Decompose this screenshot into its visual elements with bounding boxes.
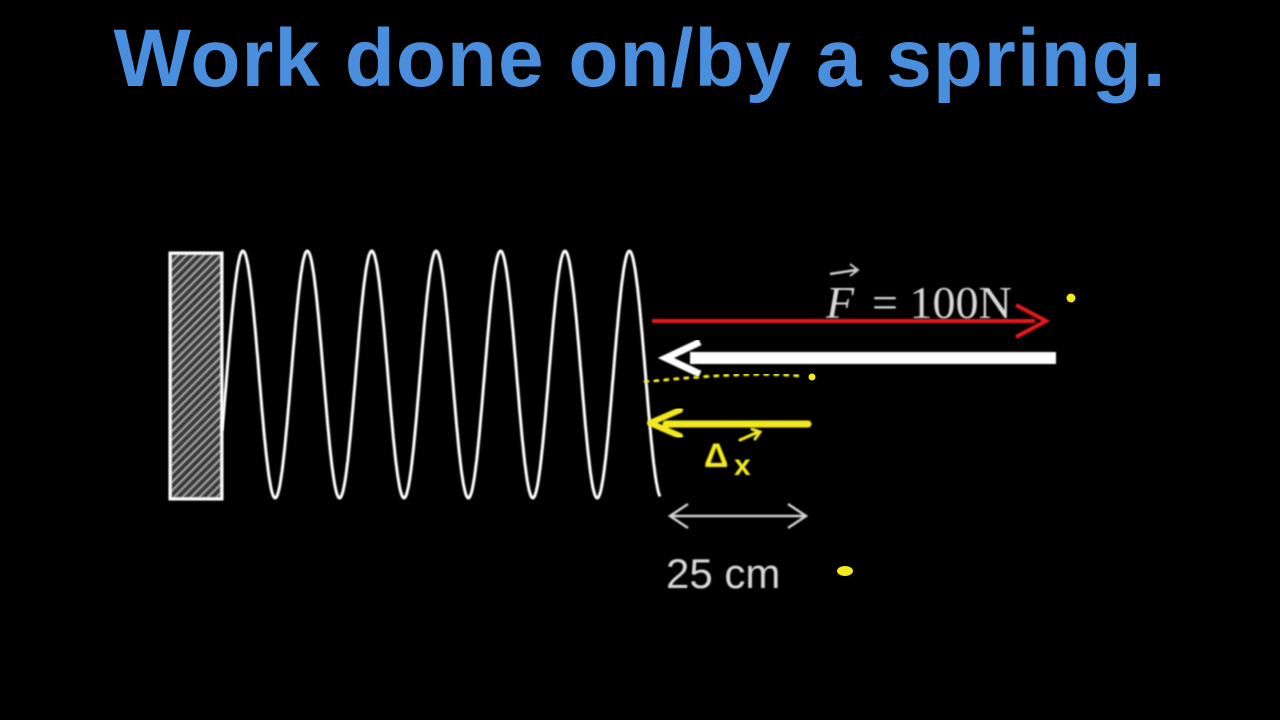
applied-force-arrow: [652, 303, 1051, 339]
vector-arrow-mark: [738, 430, 760, 442]
distance-double-arrow: [667, 502, 809, 530]
yellow-dotted-annotation: [643, 372, 802, 384]
force-label: F = 100N: [825, 263, 1012, 328]
force-value: = 100N: [872, 277, 1012, 328]
force-vector-mark: [829, 268, 857, 276]
distance-label: 25 cm: [666, 550, 780, 597]
yellow-dot-bottom: [837, 566, 853, 576]
yellow-dot-right: [1066, 293, 1076, 303]
displacement-arrow: [647, 407, 812, 439]
page-title: Work done on/by a spring.: [113, 13, 1167, 104]
spring-force-arrow: [657, 338, 1056, 378]
wall: [168, 251, 224, 501]
displacement-label: Δ x: [704, 427, 763, 482]
yellow-dot: [808, 373, 816, 381]
x-variable: x: [734, 449, 751, 482]
force-symbol: F: [825, 277, 855, 328]
spring-coil: [220, 249, 662, 500]
delta-symbol: Δ: [704, 437, 728, 475]
